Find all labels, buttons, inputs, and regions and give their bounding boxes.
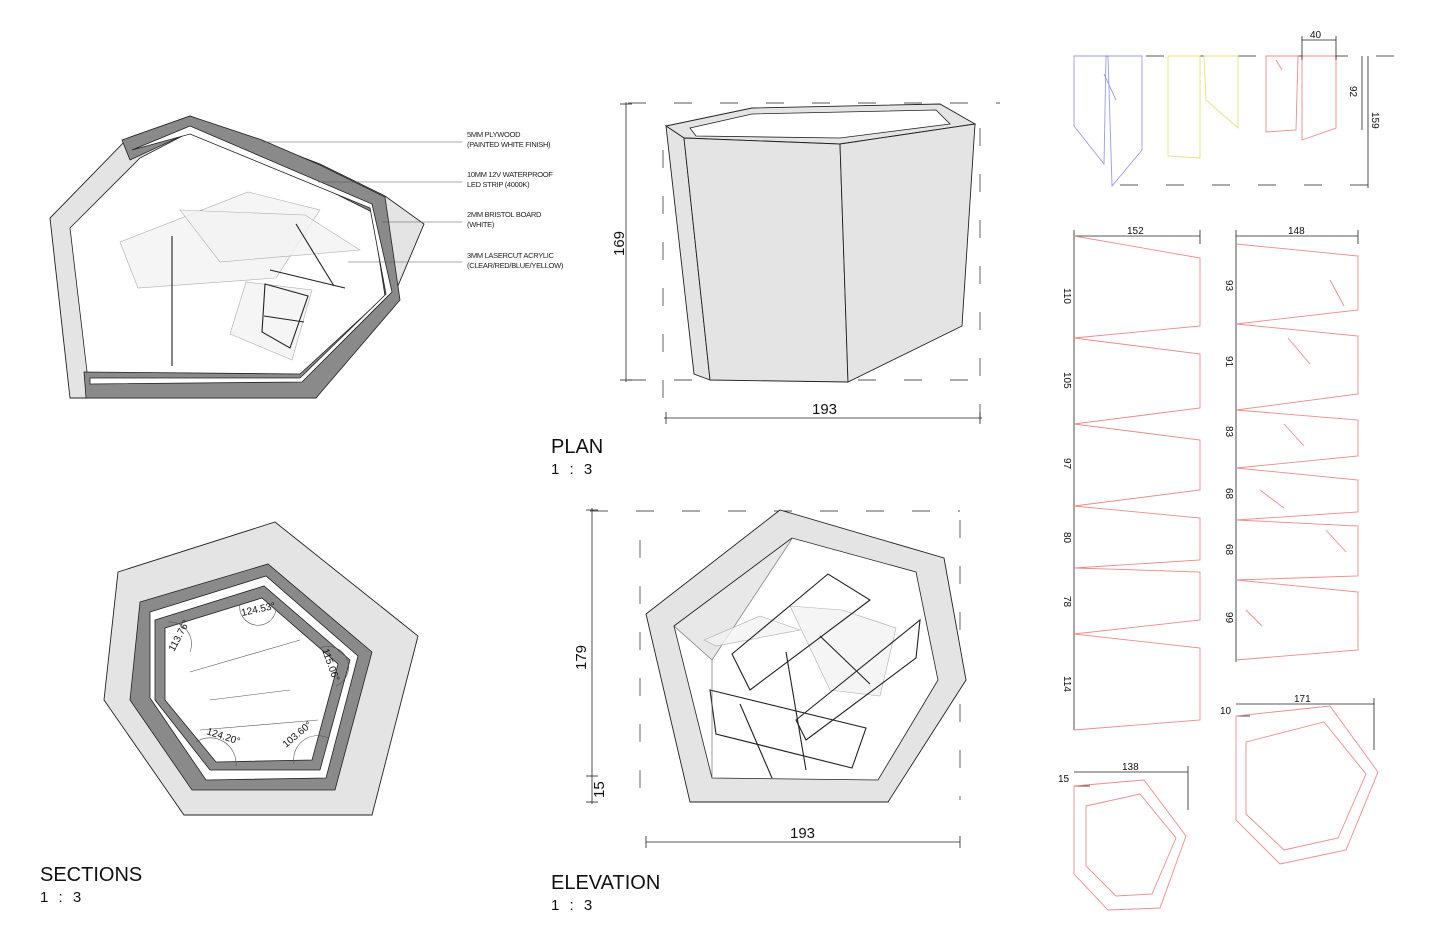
template-left-height-3: 97 (1061, 458, 1072, 470)
material-label-plywood: 5MM PLYWOOD (467, 130, 521, 139)
sections-title: SECTIONS (40, 864, 142, 886)
elevation-height-dim: 179 (573, 645, 590, 670)
section-perspective-drawing: 5MM PLYWOOD (PAINTED WHITE FINISH) 10MM … (49, 115, 564, 399)
template-large-width-dim: 171 (1294, 694, 1311, 705)
template-right-height-5: 68 (1223, 544, 1234, 556)
material-detail-acrylic: (CLEAR/RED/BLUE/YELLOW) (467, 261, 564, 270)
elevation-width-dim: 193 (790, 825, 815, 842)
elevation-scale: 1 : 3 (551, 897, 595, 914)
section-pentagon-drawing: 124.53° 113.76° 115.06° 124.20° 103.60° (103, 521, 419, 816)
template-large-offset-dim: 10 (1220, 706, 1232, 717)
template-top-width-dim: 40 (1310, 30, 1322, 41)
template-small-width-dim: 138 (1122, 762, 1139, 773)
template-left-height-4: 80 (1061, 532, 1072, 544)
template-right-width-dim: 148 (1288, 226, 1305, 237)
template-right-height-4: 68 (1223, 488, 1234, 500)
plan-height-dim: 169 (611, 231, 628, 256)
template-left-height-6: 114 (1061, 676, 1072, 692)
material-label-bristol-board: 2MM BRISTOL BOARD (467, 210, 542, 219)
material-detail-bristol-board: (WHITE) (467, 220, 495, 229)
template-right-height-3: 83 (1223, 426, 1234, 438)
template-left-height-1: 110 (1061, 288, 1072, 304)
sections-scale: 1 : 3 (40, 889, 84, 906)
plan-title: PLAN (551, 436, 603, 458)
template-top-total-height-dim: 159 (1369, 112, 1380, 129)
plan-width-dim: 193 (812, 401, 837, 418)
template-top-inner-height-dim: 92 (1347, 86, 1358, 98)
material-label-acrylic: 3MM LASERCUT ACRYLIC (467, 251, 555, 260)
elevation-view-drawing: 179 15 193 (573, 508, 967, 848)
plan-scale: 1 : 3 (551, 461, 595, 478)
template-left-height-5: 78 (1061, 596, 1072, 608)
template-left-height-2: 105 (1061, 372, 1072, 389)
material-detail-led-strip: LED STRIP (4000K) (467, 180, 530, 189)
plan-view-drawing: 169 193 (611, 102, 1000, 424)
elevation-base-dim: 15 (591, 781, 608, 798)
material-label-led-strip: 10MM 12V WATERPROOF (467, 170, 553, 179)
material-detail-plywood: (PAINTED WHITE FINISH) (467, 140, 551, 149)
template-right-height-6: 99 (1223, 612, 1234, 624)
template-small-offset-dim: 15 (1058, 774, 1070, 785)
template-left-width-dim: 152 (1127, 226, 1144, 237)
template-right-height-1: 93 (1223, 280, 1234, 292)
template-right-height-2: 91 (1223, 356, 1234, 368)
cutting-templates: 40 92 159 152 110 105 97 80 78 114 148 9… (1058, 30, 1400, 911)
elevation-title: ELEVATION (551, 872, 660, 894)
